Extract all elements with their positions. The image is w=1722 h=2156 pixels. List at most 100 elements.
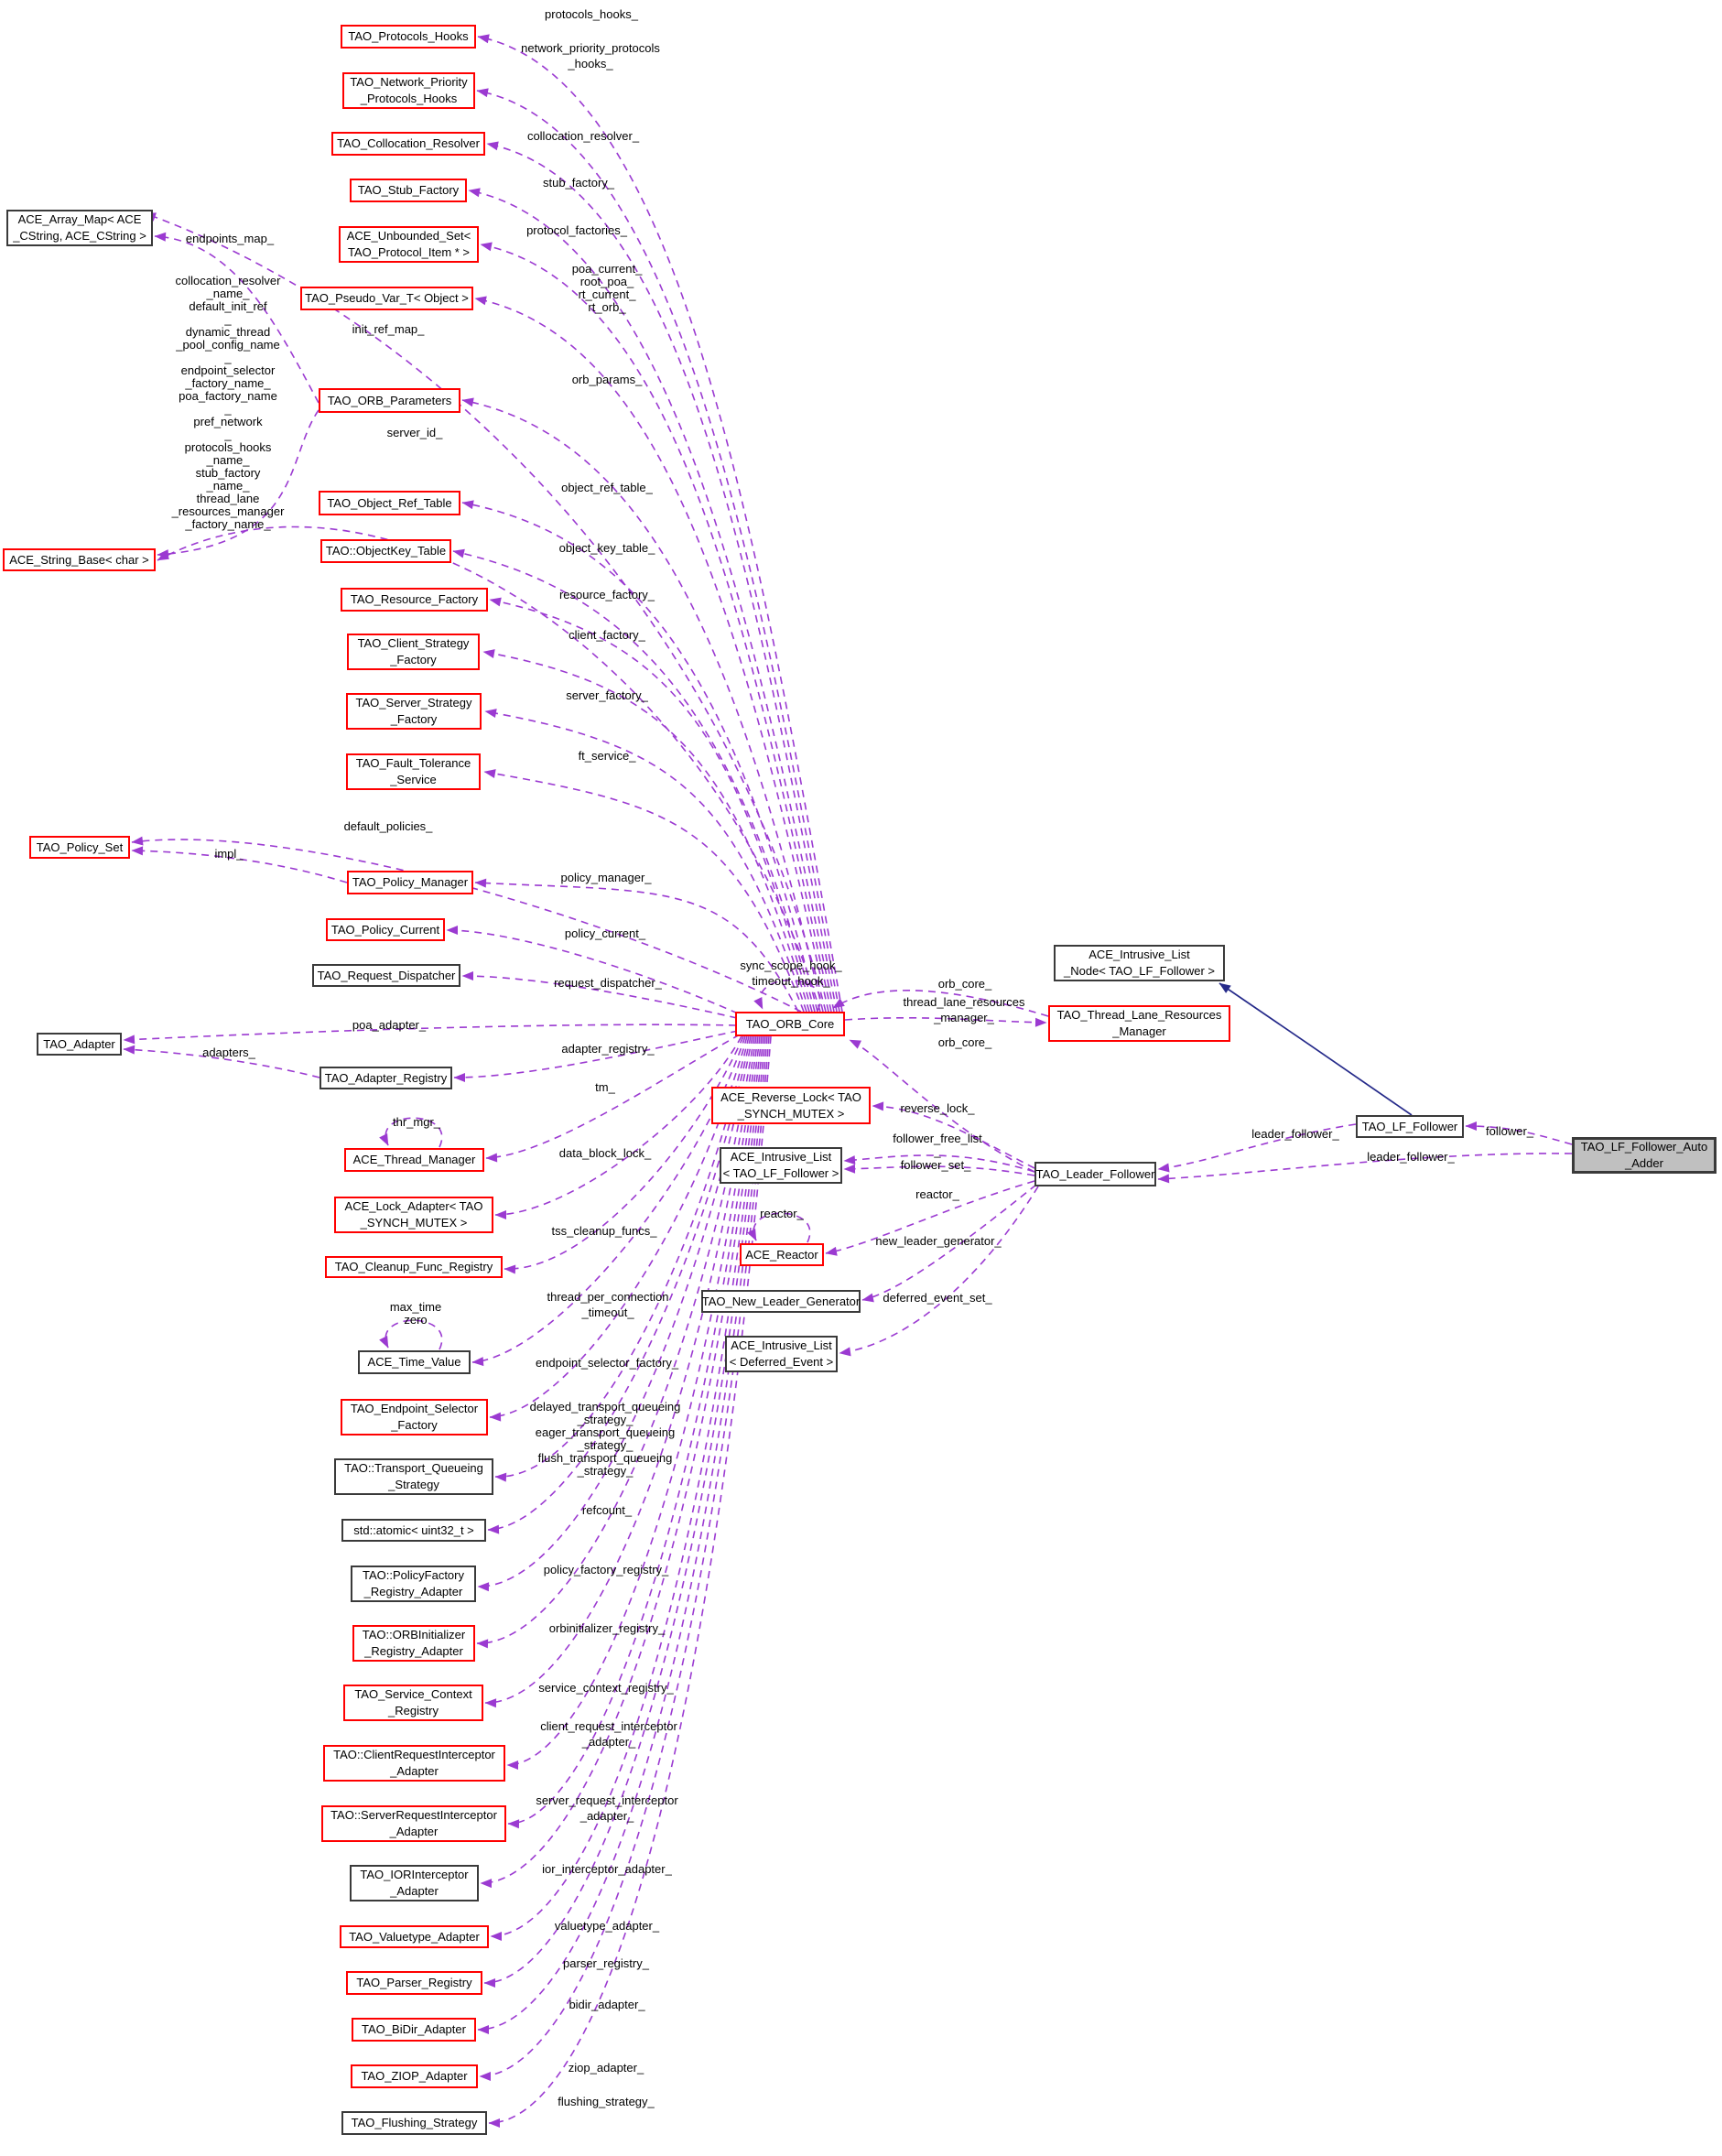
node-pseudo-var-object[interactable]: TAO_Pseudo_Var_T< Object > (300, 287, 473, 310)
node-lf-follower-auto-adder[interactable]: TAO_LF_Follower_Auto _Adder (1572, 1137, 1717, 1174)
node-collocation-resolver[interactable]: TAO_Collocation_Resolver (331, 132, 485, 156)
node-bidir-adapter[interactable]: TAO_BiDir_Adapter (352, 2018, 476, 2042)
edge-label-tm: tm_ (595, 1080, 615, 1094)
edge-server-factory (484, 709, 807, 1013)
node-client-request-interceptor-adapter[interactable]: TAO::ClientRequestInterceptor _Adapter (323, 1745, 505, 1782)
node-cleanup-func-registry[interactable]: TAO_Cleanup_Func_Registry (325, 1256, 503, 1278)
edge-reactor (825, 1180, 1035, 1256)
node-flushing-strategy[interactable]: TAO_Flushing_Strategy (341, 2111, 487, 2135)
edge-object-ref-table (461, 500, 818, 1013)
node-adapter-registry[interactable]: TAO_Adapter_Registry (319, 1067, 452, 1089)
node-fault-tolerance-service[interactable]: TAO_Fault_Tolerance _Service (346, 753, 481, 790)
edge-label-thread-lane-resources-manager: thread_lane_resources _manager_ (903, 995, 1025, 1024)
node-intrusive-list-deferred-event[interactable]: ACE_Intrusive_List < Deferred_Event > (725, 1336, 838, 1372)
node-policy-set[interactable]: TAO_Policy_Set (29, 836, 130, 859)
edge-new-leader-generator (861, 1184, 1037, 1303)
edge-label-ior-interceptor-adapter: ior_interceptor_adapter_ (542, 1862, 672, 1876)
node-client-strategy-factory[interactable]: TAO_Client_Strategy _Factory (347, 634, 480, 670)
edge-client-factory (482, 649, 810, 1013)
edge-label-poa-current-group: poa_current_ root_poa_ rt_current_ rt_or… (571, 262, 643, 314)
node-server-strategy-factory[interactable]: TAO_Server_Strategy _Factory (346, 693, 482, 730)
edge-label-object-ref-table: object_ref_table_ (561, 481, 653, 494)
edge-valuetype-adapter (490, 1035, 764, 1941)
edge-poa-adapter (123, 1024, 737, 1045)
edge-label-follower-set: follower_set_ (900, 1158, 971, 1172)
edge-poa-current-group (474, 296, 829, 1013)
edge-label-object-key-table: object_key_table_ (558, 541, 655, 555)
edge-label-policy-manager: policy_manager_ (560, 871, 652, 884)
node-orb-core[interactable]: TAO_ORB_Core (735, 1012, 845, 1036)
edge-label-service-context-registry: service_context_registry_ (538, 1681, 674, 1695)
edge-label-leader-follower-bottom: leader_follower_ (1367, 1150, 1455, 1164)
node-adapter[interactable]: TAO_Adapter (37, 1033, 122, 1056)
edge-leader-follower-from-lf-follower (1157, 1123, 1357, 1173)
edge-label-ft-service: ft_service_ (578, 749, 636, 763)
node-network-priority-protocols-hooks[interactable]: TAO_Network_Priority _Protocols_Hooks (342, 72, 475, 109)
node-transport-queueing-strategy[interactable]: TAO::Transport_Queueing _Strategy (334, 1458, 493, 1495)
node-policy-current[interactable]: TAO_Policy_Current (326, 918, 445, 941)
edge-label-tss-cleanup-funcs: tss_cleanup_funcs_ (551, 1224, 657, 1238)
edge-thread-lane-resources-manager (844, 1016, 1047, 1027)
node-policy-manager[interactable]: TAO_Policy_Manager (347, 871, 473, 894)
edge-label-reactor-lf: reactor_ (915, 1187, 959, 1201)
edge-label-data-block-lock: data_block_lock_ (558, 1146, 652, 1160)
node-time-value[interactable]: ACE_Time_Value (358, 1350, 471, 1374)
node-stub-factory[interactable]: TAO_Stub_Factory (350, 179, 467, 202)
edge-orb-core-from-leader-follower (849, 1039, 1035, 1173)
edge-reverse-lock (872, 1101, 1035, 1169)
node-orb-parameters[interactable]: TAO_ORB_Parameters (319, 388, 460, 413)
edge-object-key-table (452, 548, 816, 1013)
edge-ziop-adapter (479, 1035, 770, 2081)
edge-server-request-interceptor (507, 1035, 761, 1829)
edge-label-new-leader-generator: new_leader_generator_ (875, 1234, 1002, 1248)
node-objectkey-table[interactable]: TAO::ObjectKey_Table (320, 539, 451, 563)
node-valuetype-adapter[interactable]: TAO_Valuetype_Adapter (340, 1925, 489, 1948)
edge-label-impl: impl_ (214, 847, 244, 861)
node-thread-lane-resources-manager[interactable]: TAO_Thread_Lane_Resources _Manager (1048, 1005, 1230, 1042)
edge-stub-factory (468, 188, 835, 1013)
edge-label-reactor-self: reactor_ (760, 1207, 804, 1220)
node-lf-follower[interactable]: TAO_LF_Follower (1356, 1115, 1464, 1138)
edge-orb-parameter-names (157, 409, 319, 559)
edge-tss-cleanup-funcs (504, 1035, 744, 1274)
node-reactor[interactable]: ACE_Reactor (740, 1243, 824, 1266)
node-endpoint-selector-factory[interactable]: TAO_Endpoint_Selector _Factory (341, 1399, 488, 1436)
edge-label-default-policies: default_policies_ (343, 819, 433, 833)
edge-orb-params (461, 397, 824, 1013)
node-policyfactory-registry-adapter[interactable]: TAO::PolicyFactory _Registry_Adapter (351, 1566, 476, 1602)
node-ior-interceptor-adapter[interactable]: TAO_IORInterceptor _Adapter (350, 1865, 479, 1901)
edge-label-deferred-event-set: deferred_event_set_ (883, 1291, 992, 1305)
node-leader-follower[interactable]: TAO_Leader_Follower (1034, 1162, 1156, 1186)
node-object-ref-table[interactable]: TAO_Object_Ref_Table (319, 491, 460, 515)
node-thread-manager[interactable]: ACE_Thread_Manager (344, 1148, 484, 1172)
node-parser-registry[interactable]: TAO_Parser_Registry (346, 1971, 482, 1995)
edge-sync-scope-timeout-self (753, 980, 821, 1012)
node-new-leader-generator[interactable]: TAO_New_Leader_Generator (701, 1290, 861, 1313)
node-reverse-lock[interactable]: ACE_Reverse_Lock< TAO _SYNCH_MUTEX > (711, 1087, 871, 1124)
node-service-context-registry[interactable]: TAO_Service_Context _Registry (343, 1685, 483, 1721)
edge-leader-follower-from-auto-adder (1157, 1153, 1573, 1184)
node-resource-factory[interactable]: TAO_Resource_Factory (341, 588, 488, 612)
node-string-base-char[interactable]: ACE_String_Base< char > (3, 548, 156, 571)
node-intrusive-list-node-lf-follower[interactable]: ACE_Intrusive_List _Node< TAO_LF_Followe… (1054, 945, 1225, 981)
node-array-map-cstring[interactable]: ACE_Array_Map< ACE _CString, ACE_CString… (6, 210, 153, 246)
node-server-request-interceptor-adapter[interactable]: TAO::ServerRequestInterceptor _Adapter (321, 1805, 506, 1842)
node-intrusive-list-lf-follower[interactable]: ACE_Intrusive_List < TAO_LF_Follower > (720, 1147, 842, 1184)
node-ziop-adapter[interactable]: TAO_ZIOP_Adapter (351, 2064, 478, 2088)
node-atomic-uint32[interactable]: std::atomic< uint32_t > (341, 1519, 486, 1542)
node-protocols-hooks[interactable]: TAO_Protocols_Hooks (341, 25, 476, 49)
edge-policy-manager (474, 878, 799, 1013)
node-lock-adapter[interactable]: ACE_Lock_Adapter< TAO _SYNCH_MUTEX > (334, 1197, 493, 1233)
edge-collocation-resolver (486, 141, 838, 1013)
edge-label-thread-per-connection-timeout: thread_per_connection _timeout_ (547, 1290, 669, 1319)
node-orbinitializer-registry-adapter[interactable]: TAO::ORBInitializer _Registry_Adapter (352, 1625, 475, 1662)
edge-label-resource-factory: resource_factory_ (558, 588, 655, 601)
edge-server-id (157, 525, 821, 1013)
edge-max-time-zero-self (379, 1319, 443, 1350)
node-request-dispatcher[interactable]: TAO_Request_Dispatcher (312, 964, 460, 987)
edge-transport-queueing-strategies (494, 1035, 750, 1482)
node-unbounded-set-protocol-item[interactable]: ACE_Unbounded_Set< TAO_Protocol_Item * > (339, 226, 479, 263)
edge-thr-mgr-self (379, 1117, 443, 1148)
edge-endpoint-selector-factory (489, 1035, 748, 1422)
